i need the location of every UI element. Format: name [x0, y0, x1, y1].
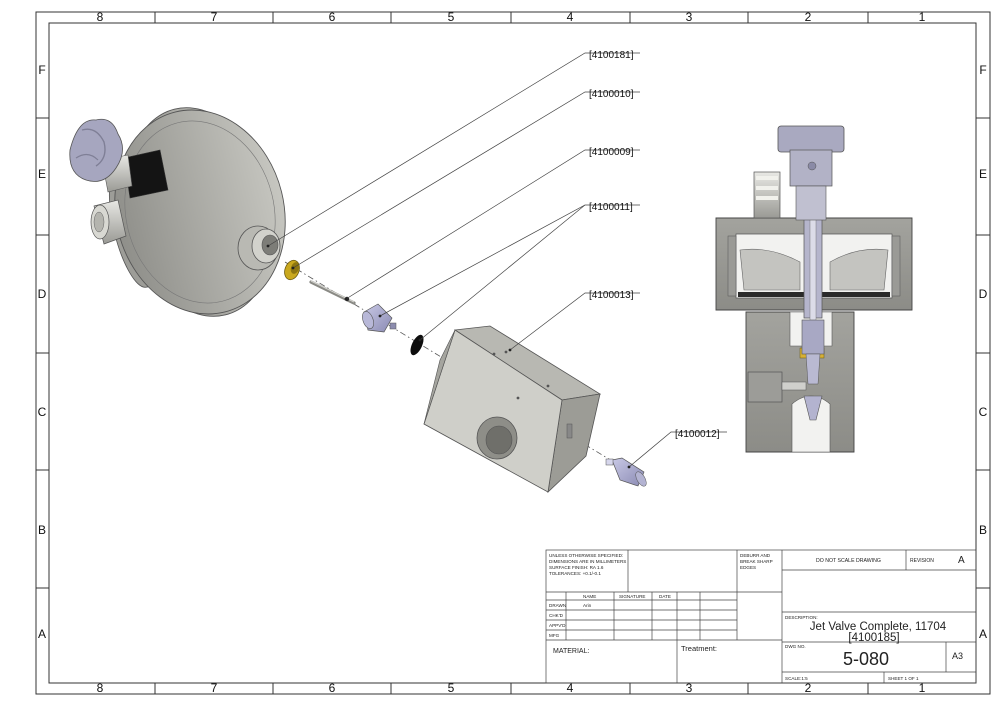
- drawing-frame: [35, 11, 991, 695]
- callout-label-4: [4100011]: [589, 202, 633, 213]
- zone-row-b-right: B: [979, 523, 987, 537]
- note-line-1: UNLESS OTHERWISE SPECIFIED:: [549, 553, 623, 558]
- zone-col-7-top: 7: [211, 10, 218, 24]
- callout-endpoints: [266, 244, 631, 469]
- callout-labels: [4100181] [4100010] [4100009] [4100011] …: [589, 50, 720, 440]
- callout-label-6: [4100012]: [675, 429, 720, 440]
- callout-leaders: [267, 52, 727, 468]
- do-not-scale-label: DO NOT SCALE DRAWING: [816, 558, 881, 564]
- col-name: NAME: [583, 594, 596, 599]
- zone-row-e-right: E: [979, 167, 987, 181]
- zone-row-a-left: A: [38, 627, 46, 641]
- zone-row-d-left: D: [38, 287, 47, 301]
- zone-col-4-bottom: 4: [567, 681, 574, 695]
- note-line-2: DIMENSIONS ARE IN MILLIMETERS: [549, 559, 626, 564]
- callout-label-5: [4100013]: [589, 290, 634, 301]
- zone-col-3-top: 3: [686, 10, 693, 24]
- zone-row-b-left: B: [38, 523, 46, 537]
- description-label: DESCRIPTION:: [785, 615, 818, 620]
- note-line-4: TOLERANCES: +0.1/-0.1: [549, 571, 601, 576]
- zone-row-f-right: F: [979, 63, 986, 77]
- description-line-2: [4100185]: [848, 632, 899, 644]
- black-o-ring: [410, 334, 424, 356]
- deburr-line-2: BREAK SHARP: [740, 559, 773, 564]
- dwg-no-label: DWG NO.: [785, 644, 806, 649]
- description-line-1: Jet Valve Complete, 11704: [810, 621, 947, 633]
- title-block: [545, 549, 977, 684]
- zone-row-f-left: F: [38, 63, 45, 77]
- drawn-by-name: Arin: [583, 603, 592, 608]
- section-view: [715, 125, 913, 453]
- callout-label-2: [4100010]: [589, 89, 634, 100]
- deburr-line-1: DEBURR AND: [740, 553, 771, 558]
- revision-value: A: [958, 555, 965, 566]
- material-label: MATERIAL:: [553, 648, 589, 655]
- scale-label: SCALE:1:5: [785, 676, 808, 681]
- valve-housing-assembly: [69, 107, 286, 317]
- row-approved: APPV'D: [549, 623, 566, 628]
- zone-row-c-right: C: [979, 405, 988, 419]
- zone-labels: 8 7 6 5 4 3 2 1 8 7 6 5 4 3 2 1 F E D C …: [38, 10, 988, 695]
- zone-col-5-top: 5: [448, 10, 455, 24]
- star-knob-handle: [69, 118, 123, 182]
- housing-nozzle-boss: [237, 225, 281, 271]
- zone-col-5-bottom: 5: [448, 681, 455, 695]
- side-fitting: [90, 199, 127, 245]
- zone-col-8-top: 8: [97, 10, 104, 24]
- row-checked: CHK'D: [549, 613, 564, 618]
- zone-row-d-right: D: [979, 287, 988, 301]
- callout-label-3: [4100009]: [589, 147, 634, 158]
- zone-row-a-right: A: [979, 627, 987, 641]
- drawing-number: 5-080: [843, 649, 889, 669]
- nozzle-tip: [605, 457, 647, 487]
- zone-col-8-bottom: 8: [97, 681, 104, 695]
- col-signature: SIGNATURE: [619, 594, 645, 599]
- zone-col-7-bottom: 7: [211, 681, 218, 695]
- zone-col-2-bottom: 2: [805, 681, 812, 695]
- zone-col-6-bottom: 6: [329, 681, 336, 695]
- note-line-3: SURFACE FINISH: RA 1.6: [549, 565, 604, 570]
- title-block-text: UNLESS OTHERWISE SPECIFIED: DIMENSIONS A…: [549, 553, 965, 681]
- lavender-seat: [362, 303, 397, 333]
- needle-pin: [309, 280, 356, 305]
- row-mfg: MFG: [549, 633, 560, 638]
- zone-col-1-bottom: 1: [919, 681, 926, 695]
- row-drawn: DRAWN: [549, 603, 566, 608]
- revision-label: REVISION: [910, 558, 934, 564]
- treatment-label: Treatment:: [681, 644, 717, 653]
- sheet-count-label: SHEET 1 OF 1: [888, 676, 919, 681]
- zone-row-c-left: C: [38, 405, 47, 419]
- zone-col-1-top: 1: [919, 10, 926, 24]
- col-date: DATE: [659, 594, 671, 599]
- valve-block: [423, 325, 602, 494]
- deburr-line-3: EDGES: [740, 565, 756, 570]
- zone-col-6-top: 6: [329, 10, 336, 24]
- brass-ring: [284, 259, 300, 281]
- sheet-size: A3: [952, 651, 963, 661]
- zone-row-e-left: E: [38, 167, 46, 181]
- callout-label-1: [4100181]: [589, 50, 634, 61]
- zone-col-4-top: 4: [567, 10, 574, 24]
- zone-col-3-bottom: 3: [686, 681, 693, 695]
- zone-col-2-top: 2: [805, 10, 812, 24]
